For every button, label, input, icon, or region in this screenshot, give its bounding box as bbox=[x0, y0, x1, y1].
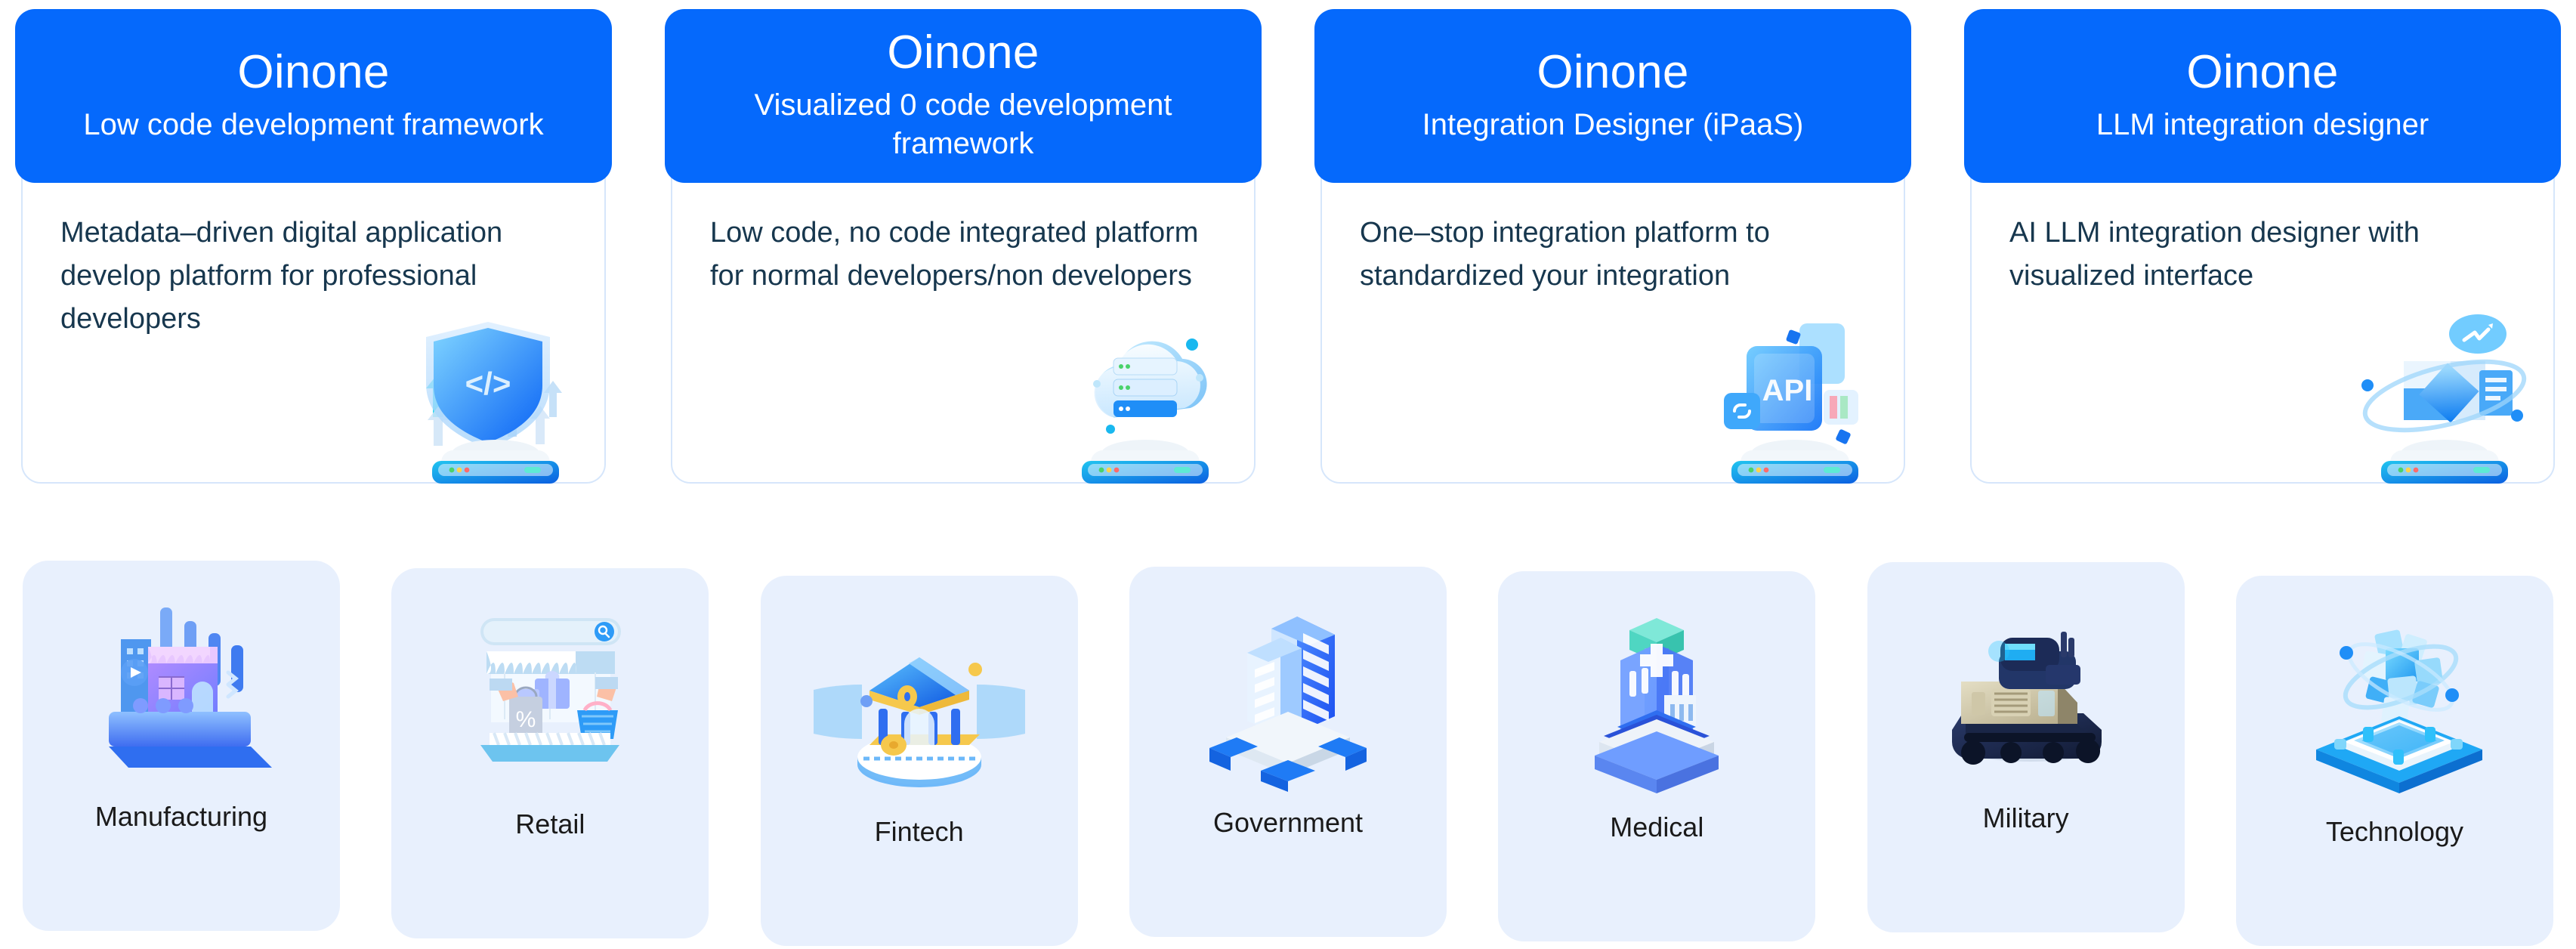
industry-tile-retail[interactable]: % Retail bbox=[391, 568, 709, 938]
government-tower-icon bbox=[1182, 597, 1394, 793]
industry-label: Government bbox=[1212, 807, 1364, 838]
svg-text:%: % bbox=[516, 707, 536, 732]
product-card-header: Oinone LLM integration designer bbox=[1964, 9, 2561, 183]
hospital-cross-icon bbox=[1551, 601, 1762, 798]
industry-label: Military bbox=[1982, 802, 2069, 833]
industry-label: Technology bbox=[2325, 816, 2464, 847]
industry-label: Manufacturing bbox=[94, 801, 268, 832]
product-title: Oinone bbox=[2186, 45, 2339, 98]
industry-label: Retail bbox=[515, 808, 585, 839]
product-card-header: Oinone Visualized 0 code development fra… bbox=[665, 9, 1262, 183]
storefront-icon: % bbox=[444, 598, 656, 795]
product-subtitle: LLM integration designer bbox=[2096, 107, 2429, 141]
product-subtitle: Integration Designer (iPaaS) bbox=[1422, 107, 1804, 141]
bank-columns-icon bbox=[780, 606, 1058, 802]
product-description: Low code, no code integrated platform fo… bbox=[710, 217, 1199, 292]
industry-tile-military[interactable]: Military bbox=[1867, 562, 2185, 932]
product-card-zero-code-framework[interactable]: Oinone Visualized 0 code development fra… bbox=[665, 0, 1262, 484]
product-card-header: Oinone Low code development framework bbox=[15, 9, 612, 183]
product-subtitle: Low code development framework bbox=[83, 107, 544, 141]
product-card-low-code-framework[interactable]: Oinone Low code development framework Me… bbox=[15, 0, 612, 484]
product-card-llm-designer[interactable]: Oinone LLM integration designer AI LLM i… bbox=[1964, 0, 2561, 484]
product-title: Oinone bbox=[237, 45, 390, 98]
industry-tile-row: Manufacturing bbox=[0, 561, 2576, 949]
industry-label: Medical bbox=[1610, 811, 1704, 842]
industry-tile-government[interactable]: Government bbox=[1129, 567, 1447, 937]
product-card-integration-designer[interactable]: Oinone Integration Designer (iPaaS) One–… bbox=[1314, 0, 1911, 484]
industry-tile-fintech[interactable]: Fintech bbox=[760, 576, 1078, 946]
product-title: Oinone bbox=[887, 26, 1039, 79]
product-description: AI LLM integration designer with visuali… bbox=[2009, 217, 2420, 292]
industry-label: Fintech bbox=[874, 816, 964, 847]
industry-tile-medical[interactable]: Medical bbox=[1498, 571, 1816, 941]
product-description: One–stop integration platform to standar… bbox=[1360, 217, 1770, 292]
tank-icon bbox=[1920, 592, 2132, 789]
product-title: Oinone bbox=[1537, 45, 1689, 98]
product-description: Metadata–driven digital application deve… bbox=[60, 217, 503, 335]
industry-tile-technology[interactable]: Technology bbox=[2235, 576, 2553, 946]
industry-tile-manufacturing[interactable]: Manufacturing bbox=[23, 561, 340, 931]
factory-icon bbox=[76, 591, 287, 787]
product-subtitle: Visualized 0 code development framework bbox=[754, 88, 1172, 161]
product-card-header: Oinone Integration Designer (iPaaS) bbox=[1314, 9, 1911, 183]
product-card-row: Oinone Low code development framework Me… bbox=[15, 0, 2561, 484]
chip-atom-icon bbox=[2289, 606, 2500, 802]
